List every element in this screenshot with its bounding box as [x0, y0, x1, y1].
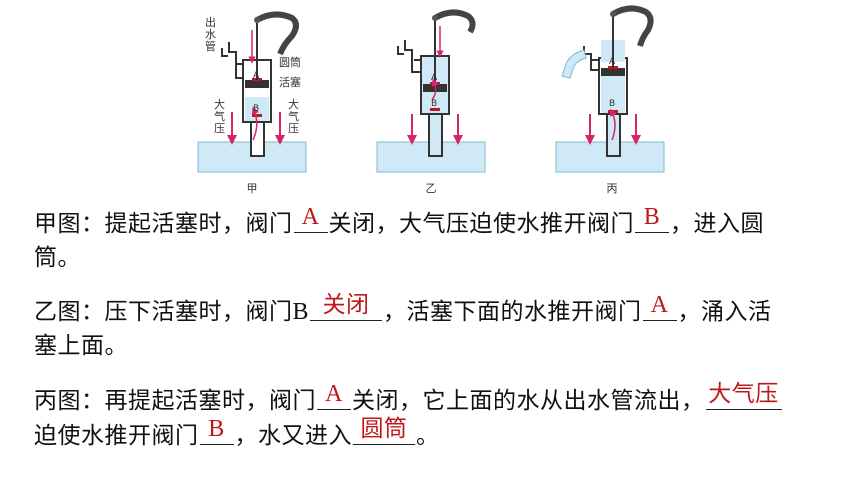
- outlet-pipe: [404, 40, 422, 73]
- label-outlet-1: 出: [205, 15, 216, 29]
- p3-blank-3: B: [199, 416, 234, 445]
- label-atm-left-3: 压: [214, 122, 225, 135]
- p3-text-5: ，水又进入: [234, 423, 352, 449]
- p3-answer-1: A: [325, 381, 343, 407]
- p1-answer-1: A: [301, 204, 320, 230]
- p1-text-3: ，进入圆: [670, 211, 764, 237]
- label-valve-a: A: [431, 73, 438, 83]
- p3-text-4: 迫使水推开阀门: [34, 423, 199, 449]
- p1-blank-1: A: [293, 204, 328, 233]
- p2-answer-2: A: [650, 292, 669, 318]
- p3-blank-4: 圆筒: [353, 416, 415, 445]
- p3-text-6: 。: [416, 423, 440, 449]
- pump-handle: [611, 5, 654, 47]
- label-valve-a: A: [253, 71, 260, 81]
- p2-text-1: 乙图：压下活塞时，阀门: [34, 299, 293, 325]
- p3-text-2: 关闭，它上面的水从出水管流出，: [352, 388, 705, 414]
- label-valve-b: B: [431, 99, 437, 109]
- p3-answer-3: B: [208, 416, 225, 442]
- p3-text-1: 丙图：再提起活塞时，阀门: [34, 388, 316, 414]
- p1-blank-2: B: [635, 204, 669, 233]
- paragraph-bing: 丙图：再提起活塞时，阀门 A 关闭，它上面的水从出水管流出，大气压 迫使水推开阀门 B…: [34, 381, 834, 453]
- p2-text-2: ，活塞下面的水推开阀门: [383, 299, 642, 325]
- label-atm-right-2: 气: [288, 109, 299, 123]
- caption-jia: 甲: [247, 182, 258, 195]
- pump-diagram: 出 水 管 圆筒 活塞 A B 大 气 压 大 气 压 甲 A B 乙: [197, 5, 665, 195]
- label-valve-b: B: [609, 99, 615, 109]
- label-atm-left-1: 大: [214, 97, 225, 111]
- label-valve-b: B: [253, 104, 259, 114]
- outlet-pipe: [228, 42, 244, 79]
- label-atm-left-2: 气: [214, 109, 225, 123]
- paragraph-jia: 甲图：提起活塞时，阀门 A 关闭，大气压迫使水推开阀门 B ，进入圆 筒。: [34, 204, 834, 275]
- panel-bing: A B 丙: [555, 5, 665, 195]
- p2-text-3: ，涌入活: [677, 299, 772, 325]
- label-atm-right-3: 压: [288, 122, 299, 135]
- p2-blank-2: A: [642, 292, 677, 321]
- p1-text-1: 甲图：提起活塞时，阀门: [34, 211, 293, 237]
- cylinder-water: [601, 76, 625, 113]
- suction-pipe: [250, 119, 265, 157]
- pump-handle: [255, 11, 299, 56]
- p3-blank-2: 大气压: [705, 381, 782, 410]
- paragraph-yi: 乙图：压下活塞时，阀门B 关闭 ，活塞下面的水推开阀门 A ，涌入活 塞上面。: [34, 292, 834, 363]
- p3-answer-4: 圆筒: [360, 416, 408, 442]
- p3-answer-2: 大气压: [708, 381, 779, 407]
- label-valve-a: A: [609, 57, 616, 67]
- p2-answer-1: 关闭: [322, 292, 370, 318]
- panel-yi: A B 乙: [376, 9, 486, 195]
- caption-bing: 丙: [607, 182, 618, 195]
- label-atm-right-1: 大: [288, 97, 299, 111]
- valve-b-flap: [430, 108, 440, 111]
- pump-handle: [433, 9, 476, 34]
- label-outlet-3: 管: [205, 39, 216, 53]
- pivot: [254, 17, 260, 23]
- piston: [601, 68, 625, 76]
- p2-blank-1: 关闭: [310, 292, 383, 321]
- pivot: [610, 11, 616, 17]
- p1-text-2: 关闭，大气压迫使水推开阀门: [328, 211, 634, 237]
- p3-blank-1: A: [317, 381, 351, 410]
- valve-b-flap: [252, 114, 262, 117]
- piston: [245, 80, 269, 88]
- label-outlet-2: 水: [205, 28, 216, 41]
- caption-yi: 乙: [426, 182, 437, 195]
- p1-answer-2: B: [643, 204, 661, 230]
- outflow-stream: [561, 49, 587, 79]
- suction-pipe: [428, 111, 443, 157]
- pivot: [432, 15, 438, 21]
- panel-jia: 出 水 管 圆筒 活塞 A B 大 气 压 大 气 压 甲: [197, 11, 307, 195]
- label-cylinder: 圆筒: [279, 55, 301, 69]
- p1-text-4: 筒。: [34, 245, 81, 271]
- p2-text-1b: B: [292, 299, 310, 325]
- p2-text-4: 塞上面。: [34, 333, 128, 359]
- label-piston: 活塞: [279, 75, 301, 89]
